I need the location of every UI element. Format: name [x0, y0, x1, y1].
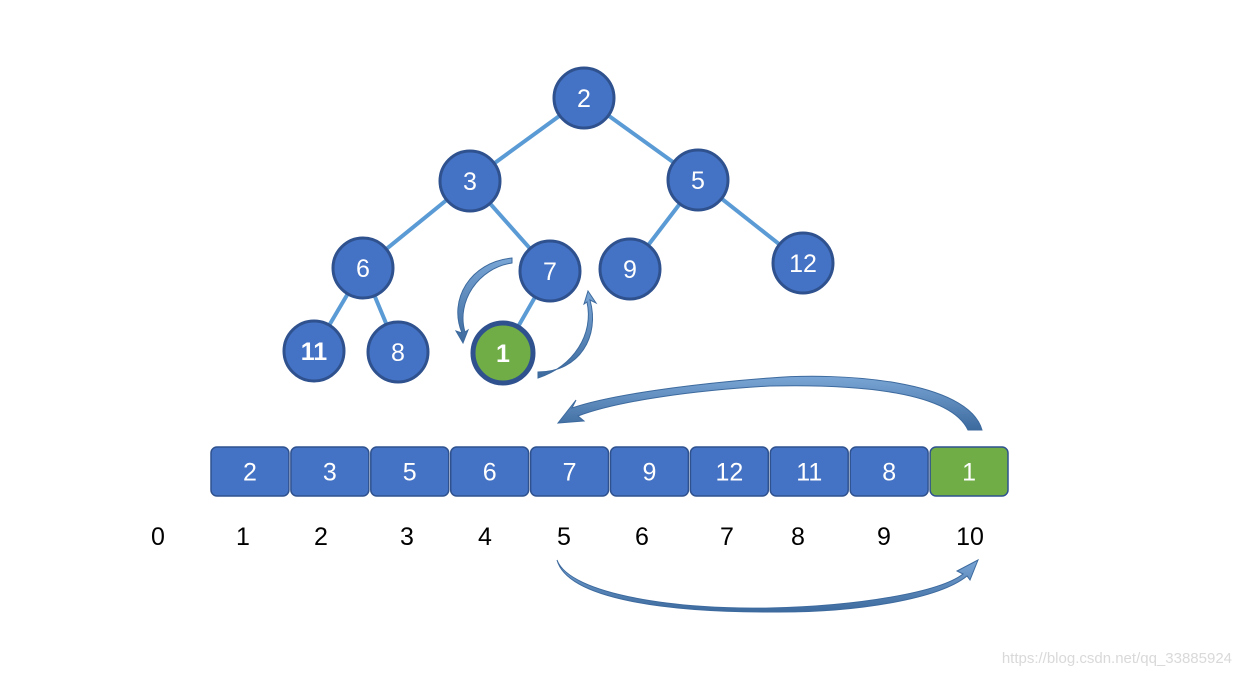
array-cell-label: 11	[796, 459, 822, 487]
array-index-label: 2	[314, 523, 328, 551]
array-cell: 2	[210, 446, 290, 497]
tree-node: 12	[771, 231, 835, 295]
watermark-text: https://blog.csdn.net/qq_33885924	[1002, 650, 1232, 667]
array-cell-label: 3	[323, 459, 337, 487]
array-cell: 6	[449, 446, 530, 497]
array-arrow-top-icon	[556, 375, 983, 431]
tree-node-label: 1	[496, 340, 510, 368]
tree-node-label: 3	[463, 168, 477, 196]
array-cell-label: 7	[563, 459, 577, 487]
array-index-label: 10	[956, 523, 984, 551]
tree-node-circle	[552, 66, 616, 130]
tree-node: 3	[438, 149, 502, 213]
array-cell-label: 1	[962, 459, 976, 487]
tree-node-circle	[666, 148, 730, 212]
array-cell-label: 2	[243, 459, 257, 487]
tree-node: 9	[598, 237, 662, 301]
array-cell: 12	[689, 446, 770, 497]
array-index-label: 4	[478, 523, 492, 551]
array-index-label: 0	[151, 523, 165, 551]
array-cell-box	[769, 446, 849, 497]
array-cell-box	[290, 446, 370, 497]
array-arrow-bottom-icon	[556, 558, 979, 613]
swap-arrow-left-icon	[454, 257, 513, 345]
array-cell-label: 8	[882, 459, 896, 487]
array-cell: 3	[290, 446, 370, 497]
tree-node-circle	[282, 319, 346, 383]
tree-node: 1	[470, 320, 536, 386]
tree-node-circle	[518, 239, 582, 303]
array-cell: 9	[609, 446, 690, 497]
tree-node: 8	[366, 320, 430, 384]
array-cell-box	[210, 446, 290, 497]
array-cell: 5	[370, 446, 450, 497]
array-index-label: 3	[400, 523, 414, 551]
array-cell-box	[370, 446, 450, 497]
array-cell-box	[609, 446, 690, 497]
tree-node-label: 11	[301, 338, 328, 366]
tree-node-circle	[331, 236, 395, 300]
array-index-label: 5	[557, 523, 571, 551]
array-cell: 11	[769, 446, 849, 497]
array-cell-label: 5	[403, 459, 417, 487]
tree-node-circle	[598, 237, 662, 301]
tree-edges	[312, 96, 805, 354]
array-cell-label: 9	[642, 459, 656, 487]
array-cell-box	[849, 446, 929, 497]
tree-node-label: 7	[543, 258, 557, 286]
array-cells: 2 3 5 6 7 9 12 11 8 1	[210, 446, 1009, 497]
tree-node-label: 12	[789, 250, 817, 278]
tree-node-label: 8	[391, 339, 405, 367]
tree-node: 2	[552, 66, 616, 130]
tree-node: 5	[666, 148, 730, 212]
tree-node-circle	[771, 231, 835, 295]
array-cell-label: 6	[483, 459, 497, 487]
tree-node: 7	[518, 239, 582, 303]
array-cell-box	[449, 446, 530, 497]
array-cell-box	[689, 446, 770, 497]
tree-node-label: 2	[577, 85, 591, 113]
array-cell-label: 12	[715, 459, 743, 487]
tree-node-circle	[470, 320, 536, 386]
swap-arrow-right-icon	[537, 289, 598, 379]
array-index-label: 7	[720, 523, 734, 551]
swap-arrows-tree	[454, 257, 598, 379]
tree-node-circle	[366, 320, 430, 384]
array-index-label: 8	[791, 523, 805, 551]
tree-nodes: 2 3 5 6 7 9 12 11 8 1	[282, 66, 835, 386]
tree-node-label: 6	[356, 255, 370, 283]
tree-node: 11	[282, 319, 346, 383]
tree-node-circle	[438, 149, 502, 213]
tree-node: 6	[331, 236, 395, 300]
tree-node-label: 9	[623, 256, 637, 284]
array-cell-box	[529, 446, 610, 497]
array-cell: 8	[849, 446, 929, 497]
array-index-label: 6	[635, 523, 649, 551]
array-indices: 0 1 2 3 4 5 6 7 8 9 10	[151, 523, 984, 551]
tree-node-label: 5	[691, 167, 705, 195]
array-index-label: 1	[236, 523, 250, 551]
array-index-label: 9	[877, 523, 891, 551]
array-cell-box	[929, 446, 1009, 497]
array-cell: 7	[529, 446, 610, 497]
array-cell: 1	[929, 446, 1009, 497]
